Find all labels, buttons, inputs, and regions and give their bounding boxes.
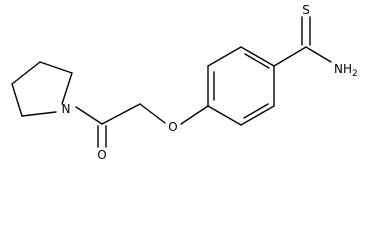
- bond-n-carbonyl: [75, 106, 103, 125]
- bond-c3-c4: [11, 83, 23, 117]
- bond-oxygen-ring: [180, 105, 209, 125]
- ring-nitrogen-label: N: [62, 102, 71, 116]
- carbonyl-oxygen-label: O: [97, 148, 106, 162]
- bond-ring-thioamide: [273, 46, 307, 67]
- amine-nh-text: NH: [334, 62, 352, 76]
- bond-ch2-oxygen: [139, 103, 166, 124]
- bond-c2-c3: [11, 61, 41, 85]
- amine-subscript: 2: [352, 69, 358, 79]
- thiocarbonyl-double-bond: [301, 16, 311, 46]
- ether-oxygen-label: O: [168, 120, 177, 134]
- bond-thioamide-amine: [305, 46, 332, 63]
- bond-n-c1: [61, 72, 73, 105]
- chemical-structure-diagram: S NH2 O O N: [11, 3, 358, 162]
- bond-c1-c2: [39, 61, 73, 74]
- benzene-ring: [207, 46, 275, 126]
- amine-atom-label: NH2: [334, 62, 358, 79]
- pyrrolidine-ring: [11, 61, 73, 117]
- carbonyl-double-bond: [97, 125, 107, 148]
- sulfur-atom-label: S: [302, 3, 310, 17]
- bond-c4-n: [21, 111, 57, 117]
- bond-carbonyl-ch2: [101, 103, 141, 125]
